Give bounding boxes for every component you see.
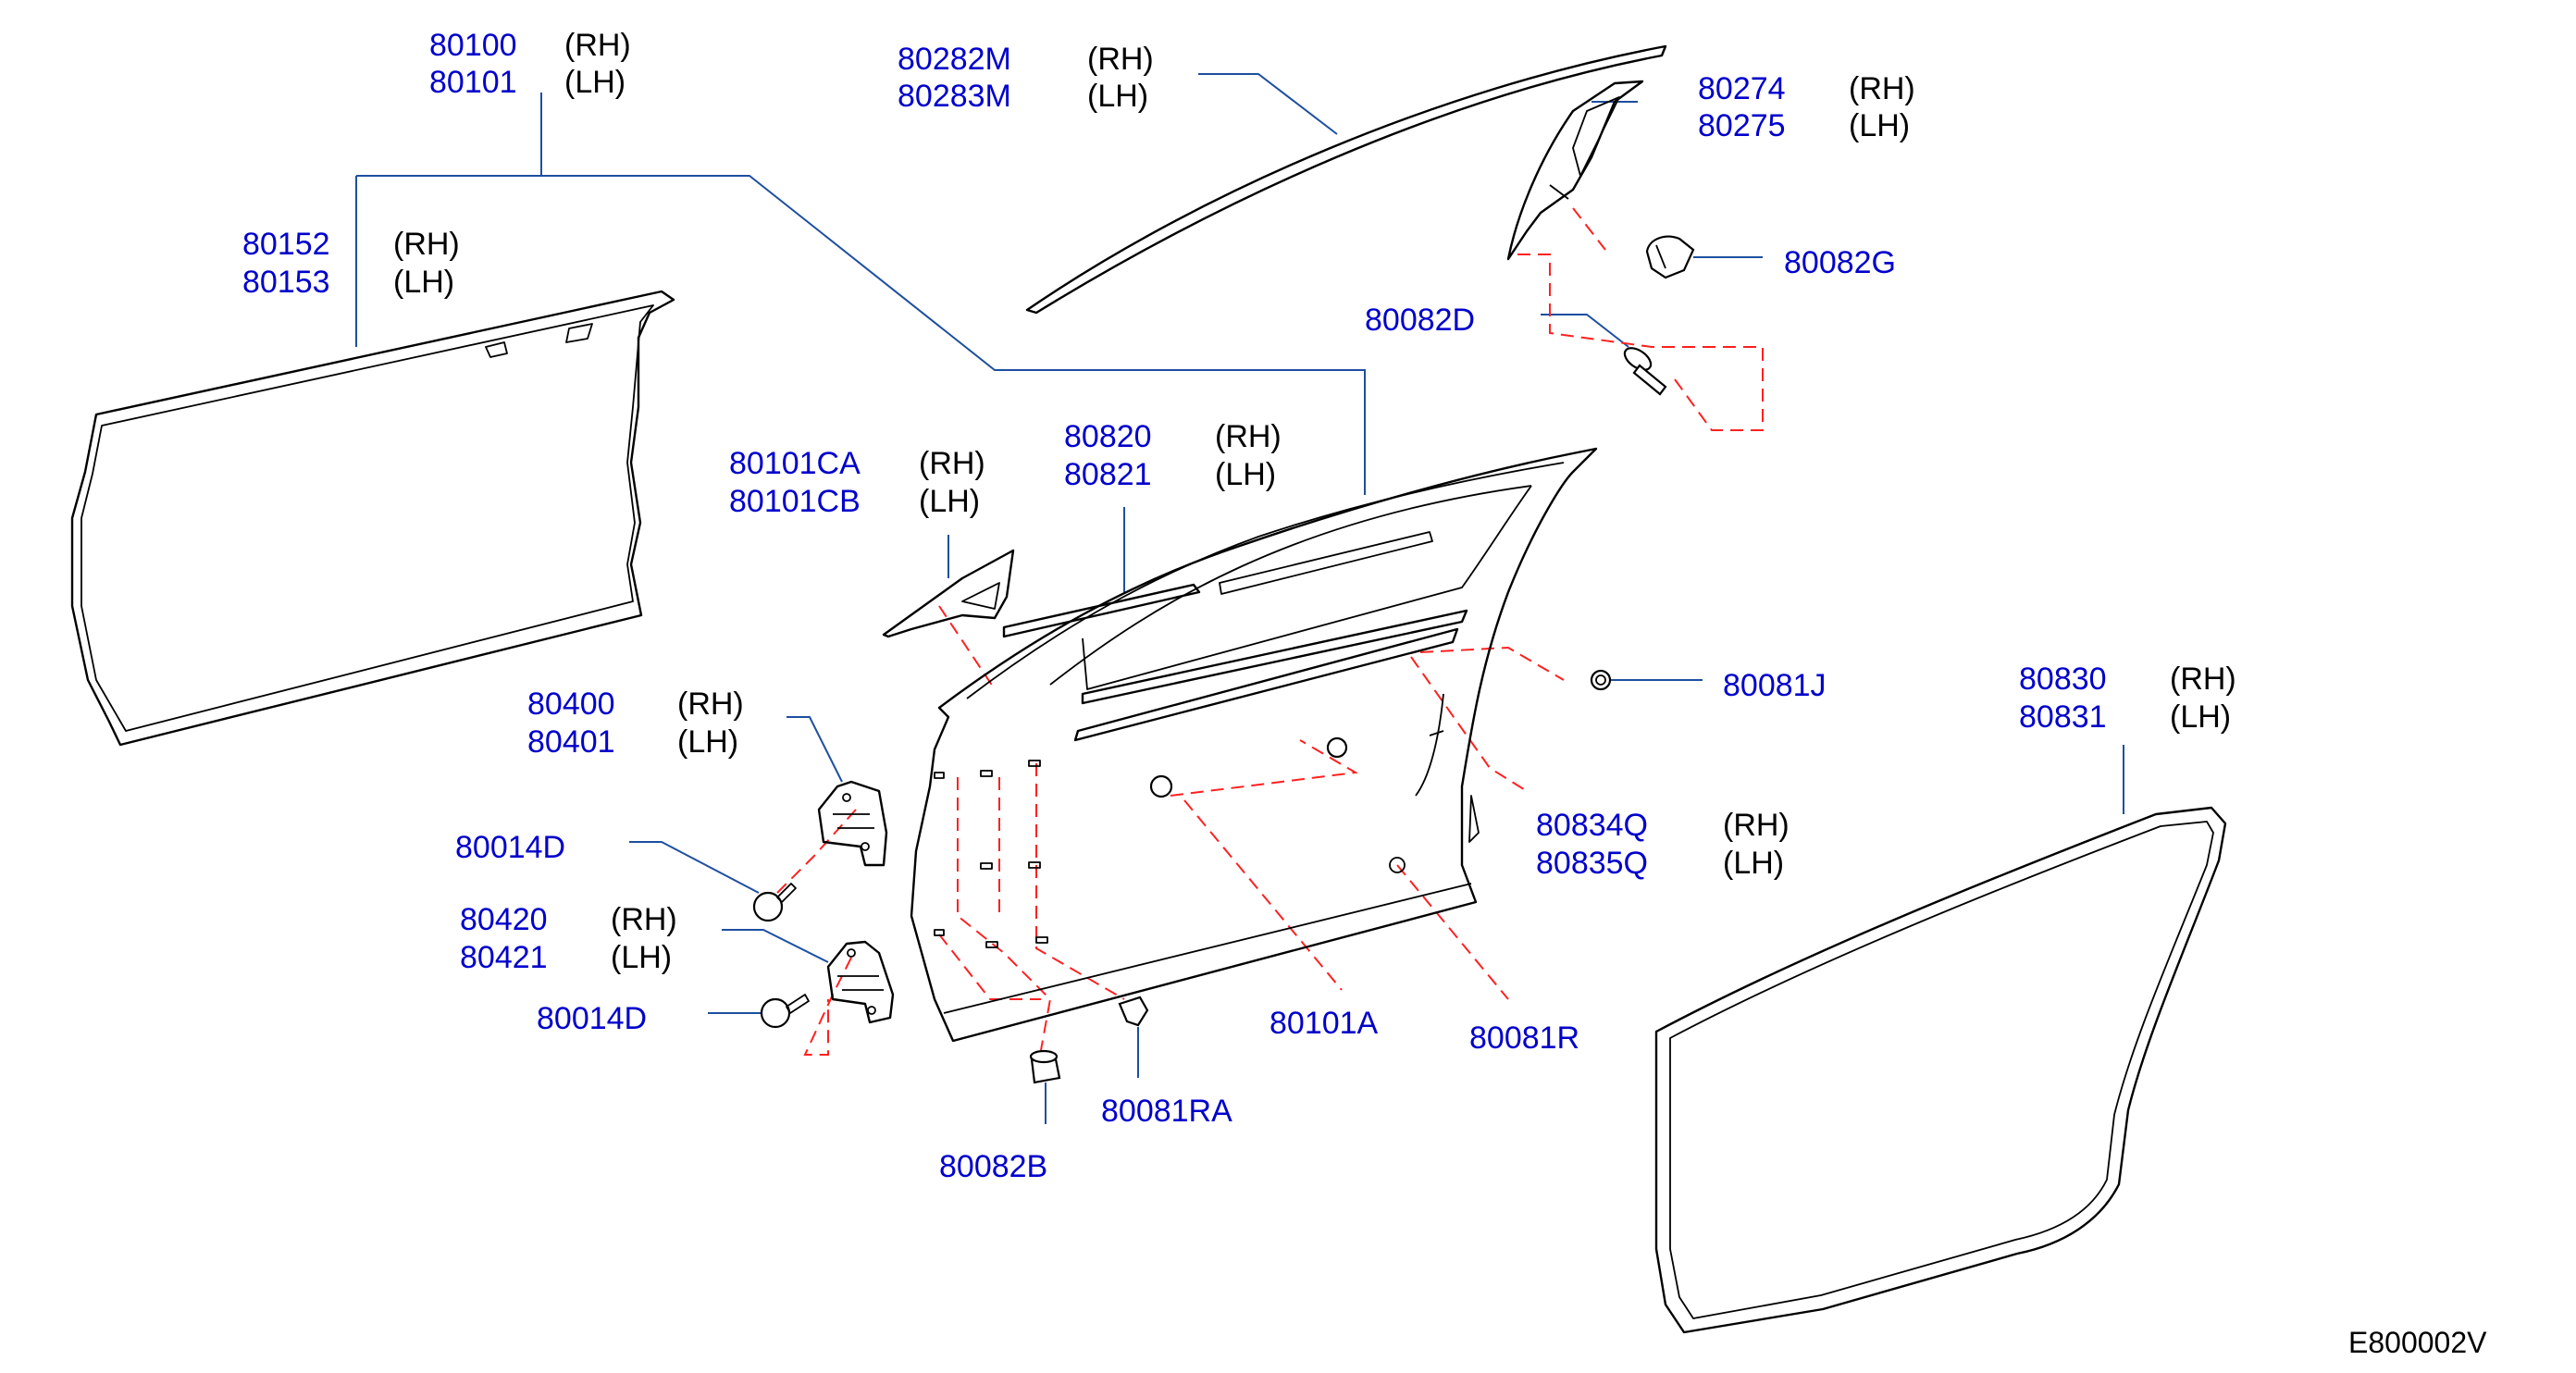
diagram-code: E800002V — [2348, 1326, 2487, 1359]
corner-trim-80274[interactable] — [1506, 80, 1644, 261]
side-label: (LH) — [611, 940, 672, 975]
hinge-upper-80400[interactable] — [817, 780, 888, 867]
part-number-80101[interactable]: 80101 — [429, 65, 517, 100]
part-number-80283m[interactable]: 80283M — [898, 79, 1011, 114]
side-label: (LH) — [919, 484, 980, 519]
side-label: (RH) — [1723, 808, 1790, 843]
part-number-80100[interactable]: 80100 — [429, 28, 517, 63]
grommet-80081j[interactable] — [1590, 669, 1612, 691]
door-inner-panel[interactable] — [910, 447, 1598, 1043]
side-label: (LH) — [564, 65, 625, 100]
mirror-corner-80101ca[interactable] — [882, 549, 1015, 638]
callout-labels: 80100 (RH) 80101 (LH) 80152 (RH) 80153 (… — [242, 28, 2236, 1184]
part-number-80282m[interactable]: 80282M — [898, 42, 1011, 77]
side-label: (RH) — [919, 446, 985, 481]
hinge-lower-80420[interactable] — [826, 940, 895, 1024]
part-number-80101a[interactable]: 80101A — [1269, 1006, 1379, 1041]
assembly-dashed-lines — [776, 207, 1764, 1056]
part-number-80835q[interactable]: 80835Q — [1536, 846, 1648, 881]
side-label: (LH) — [1215, 457, 1276, 492]
side-label: (LH) — [677, 724, 738, 760]
part-number-80421[interactable]: 80421 — [460, 940, 548, 975]
part-number-80082d[interactable]: 80082D — [1365, 303, 1475, 338]
bolt-80014d-upper[interactable] — [752, 883, 797, 922]
side-label: (LH) — [1087, 79, 1148, 114]
leader-lines — [355, 73, 2124, 1124]
part-number-80820[interactable]: 80820 — [1064, 419, 1152, 454]
part-number-80101ca[interactable]: 80101CA — [729, 446, 861, 481]
part-number-80152[interactable]: 80152 — [242, 227, 330, 262]
part-number-80821[interactable]: 80821 — [1064, 457, 1152, 492]
plug-80082b[interactable] — [1029, 1049, 1061, 1084]
outer-door-panel[interactable] — [70, 290, 675, 747]
part-number-80101cb[interactable]: 80101CB — [729, 484, 861, 519]
roof-molding[interactable] — [1025, 44, 1667, 315]
part-number-80014d[interactable]: 80014D — [537, 1001, 647, 1036]
side-label: (RH) — [2170, 662, 2236, 697]
part-number-80081r[interactable]: 80081R — [1469, 1020, 1579, 1056]
part-number-80274[interactable]: 80274 — [1698, 71, 1786, 106]
side-label: (RH) — [1215, 419, 1282, 454]
bolt-80014d-lower[interactable] — [760, 994, 810, 1029]
part-number-80400[interactable]: 80400 — [527, 686, 615, 722]
side-label: (RH) — [677, 686, 744, 722]
part-number-80834q[interactable]: 80834Q — [1536, 808, 1648, 843]
screw-80082d[interactable] — [1621, 343, 1667, 396]
part-number-80830[interactable]: 80830 — [2019, 662, 2107, 697]
part-number-80831[interactable]: 80831 — [2019, 699, 2107, 735]
side-label: (LH) — [1849, 108, 1910, 143]
body-weatherstrip-80830[interactable] — [1654, 806, 2227, 1334]
clip-80082g[interactable] — [1645, 235, 1695, 279]
part-number-80081ra[interactable]: 80081RA — [1101, 1094, 1232, 1129]
part-number-80153[interactable]: 80153 — [242, 265, 330, 300]
side-label: (RH) — [1849, 71, 1915, 106]
side-label: (LH) — [2170, 699, 2231, 735]
side-label: (RH) — [393, 227, 460, 262]
side-label: (LH) — [393, 265, 454, 300]
side-label: (LH) — [1723, 846, 1784, 881]
part-number-80082b[interactable]: 80082B — [939, 1149, 1047, 1184]
part-number-80420[interactable]: 80420 — [460, 902, 548, 937]
part-number-80014d[interactable]: 80014D — [455, 830, 565, 865]
side-label: (RH) — [1087, 42, 1154, 77]
part-number-80401[interactable]: 80401 — [527, 724, 615, 760]
side-label: (RH) — [611, 902, 677, 937]
side-label: (RH) — [564, 28, 631, 63]
part-number-80082g[interactable]: 80082G — [1784, 245, 1896, 280]
part-number-80275[interactable]: 80275 — [1698, 108, 1786, 143]
belt-weatherstrip-80820[interactable] — [1002, 583, 1201, 638]
part-number-80081j[interactable]: 80081J — [1723, 668, 1827, 703]
clip-80081ra[interactable] — [1118, 996, 1149, 1027]
